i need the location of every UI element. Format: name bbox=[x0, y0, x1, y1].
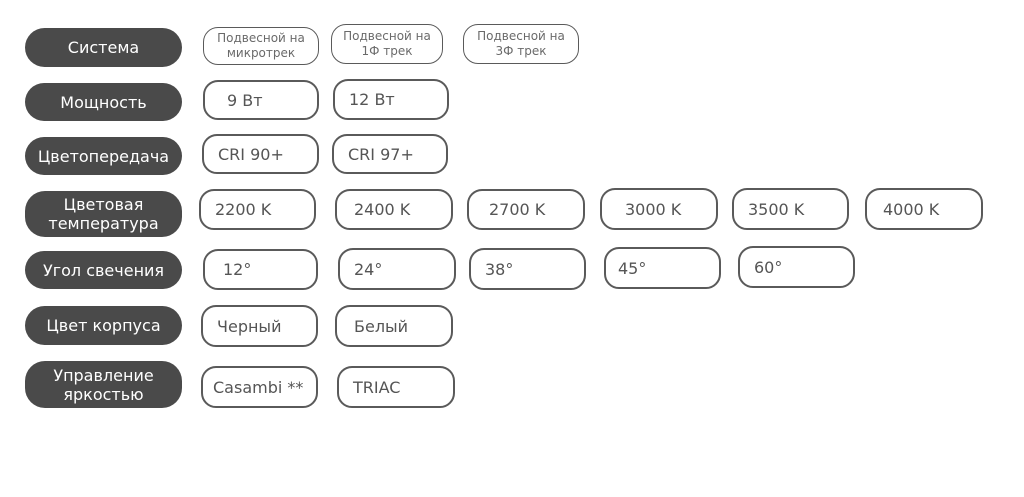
row-label-text: Управление яркостью bbox=[53, 365, 154, 404]
option-label: 38° bbox=[485, 259, 514, 279]
option-system-microtrack[interactable]: Подвесной на микротрек bbox=[203, 27, 319, 65]
row-label-text: Цветовая температура bbox=[48, 195, 159, 233]
row-label-color-temperature: Цветовая температура bbox=[25, 191, 182, 237]
option-label: CRI 90+ bbox=[218, 144, 284, 164]
row-label-power: Мощность bbox=[25, 83, 182, 121]
row-label-text: Угол свечения bbox=[42, 260, 165, 280]
option-angle-45[interactable]: 45° bbox=[604, 247, 721, 289]
option-label: 45° bbox=[618, 258, 647, 278]
option-label: 12 Вт bbox=[349, 90, 395, 109]
option-temp-3000k[interactable]: 3000 K bbox=[600, 188, 718, 230]
row-label-brightness-control: Управление яркостью bbox=[25, 361, 182, 408]
option-label: 4000 K bbox=[883, 199, 940, 219]
option-power-12w[interactable]: 12 Вт bbox=[333, 79, 449, 120]
row-label-text: Цветопередача bbox=[37, 146, 170, 166]
option-angle-38[interactable]: 38° bbox=[469, 248, 586, 290]
option-system-3f-track[interactable]: Подвесной на 3Ф трек bbox=[463, 24, 579, 64]
option-color-white[interactable]: Белый bbox=[335, 305, 453, 347]
option-cri-90[interactable]: CRI 90+ bbox=[202, 134, 319, 174]
option-color-black[interactable]: Черный bbox=[201, 305, 318, 347]
row-label-system: Система bbox=[25, 28, 182, 67]
option-temp-3500k[interactable]: 3500 K bbox=[732, 188, 849, 230]
option-label: Подвесной на 3Ф трек bbox=[477, 29, 565, 58]
row-label-beam-angle: Угол свечения bbox=[25, 251, 182, 289]
option-label: Подвесной на микротрек bbox=[217, 31, 305, 60]
option-label: 9 Вт bbox=[227, 90, 263, 110]
option-label: TRIAC bbox=[353, 377, 401, 397]
option-temp-2400k[interactable]: 2400 K bbox=[335, 189, 453, 230]
option-angle-24[interactable]: 24° bbox=[338, 248, 456, 290]
option-system-1f-track[interactable]: Подвесной на 1Ф трек bbox=[331, 24, 443, 64]
option-angle-60[interactable]: 60° bbox=[738, 246, 855, 288]
option-label: Casambi ** bbox=[213, 377, 304, 397]
option-temp-2700k[interactable]: 2700 K bbox=[467, 189, 585, 230]
option-label: 2700 K bbox=[489, 200, 546, 219]
option-temp-2200k[interactable]: 2200 K bbox=[199, 189, 316, 230]
row-label-text: Цвет корпуса bbox=[46, 316, 161, 335]
option-power-9w[interactable]: 9 Вт bbox=[203, 80, 319, 120]
row-label-text: Мощность bbox=[60, 92, 147, 112]
option-label: 24° bbox=[354, 259, 383, 279]
option-label: 12° bbox=[223, 260, 252, 279]
option-label: 2200 K bbox=[215, 200, 272, 219]
option-control-casambi[interactable]: Casambi ** bbox=[201, 366, 318, 408]
option-cri-97[interactable]: CRI 97+ bbox=[332, 134, 448, 174]
row-label-text: Система bbox=[67, 38, 140, 57]
option-label: Белый bbox=[354, 316, 409, 336]
option-temp-4000k[interactable]: 4000 K bbox=[865, 188, 983, 230]
option-label: 3500 K bbox=[748, 199, 805, 219]
option-control-triac[interactable]: TRIAC bbox=[337, 366, 455, 408]
option-label: 60° bbox=[754, 257, 783, 277]
option-label: 2400 K bbox=[354, 200, 411, 219]
option-label: CRI 97+ bbox=[348, 144, 414, 164]
row-label-body-color: Цвет корпуса bbox=[25, 306, 182, 345]
option-label: Черный bbox=[217, 316, 282, 336]
option-label: 3000 K bbox=[625, 199, 682, 219]
option-angle-12[interactable]: 12° bbox=[203, 249, 318, 290]
row-label-color-rendering: Цветопередача bbox=[25, 137, 182, 175]
option-label: Подвесной на 1Ф трек bbox=[343, 29, 431, 58]
